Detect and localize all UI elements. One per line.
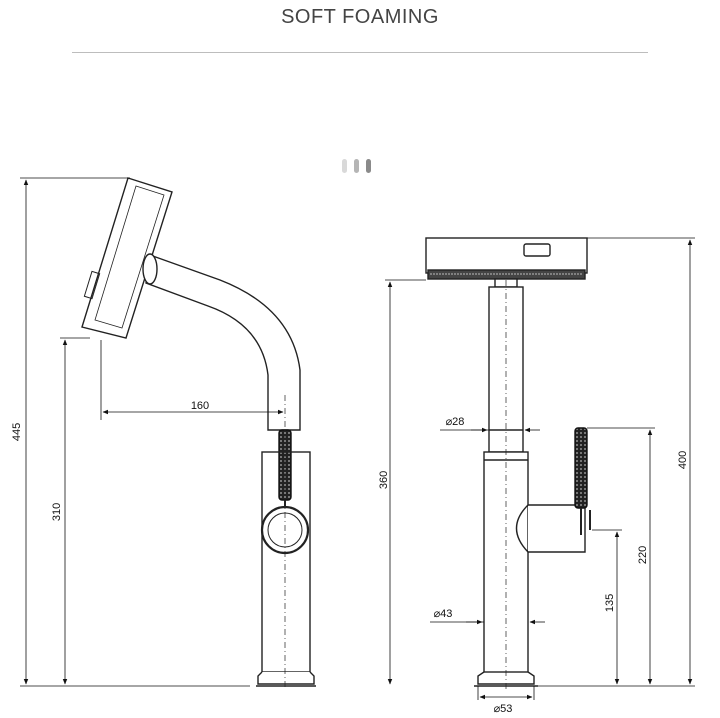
front-lever: [528, 504, 586, 553]
carousel-dot-3[interactable]: [366, 159, 371, 173]
dim-front-outlet-height: 360: [378, 471, 390, 489]
carousel-dots: [342, 159, 378, 178]
side-spray-head: [81, 177, 173, 339]
side-view: [81, 177, 316, 690]
side-spout: [145, 254, 301, 431]
dim-front-total-height: 400: [677, 451, 689, 469]
dim-side-outlet-height: 310: [51, 503, 63, 521]
front-knurled-handle: [574, 427, 588, 509]
carousel-dot-2[interactable]: [354, 159, 359, 173]
title-divider: [72, 52, 648, 53]
carousel-dot-1[interactable]: [342, 159, 347, 173]
front-spray-head: [425, 237, 588, 288]
page-title: SOFT FOAMING: [281, 6, 439, 28]
dim-front-spout-diameter: ⌀28: [446, 416, 465, 428]
dim-front-lever-height: 135: [604, 594, 616, 612]
dim-front-base-diameter: ⌀53: [494, 703, 513, 715]
front-view: [425, 237, 591, 690]
dim-front-body-diameter: ⌀43: [434, 608, 453, 620]
dim-side-total-height: 445: [11, 423, 23, 441]
dim-side-spout-reach: 160: [191, 400, 209, 412]
dim-front-handle-height: 220: [637, 546, 649, 564]
